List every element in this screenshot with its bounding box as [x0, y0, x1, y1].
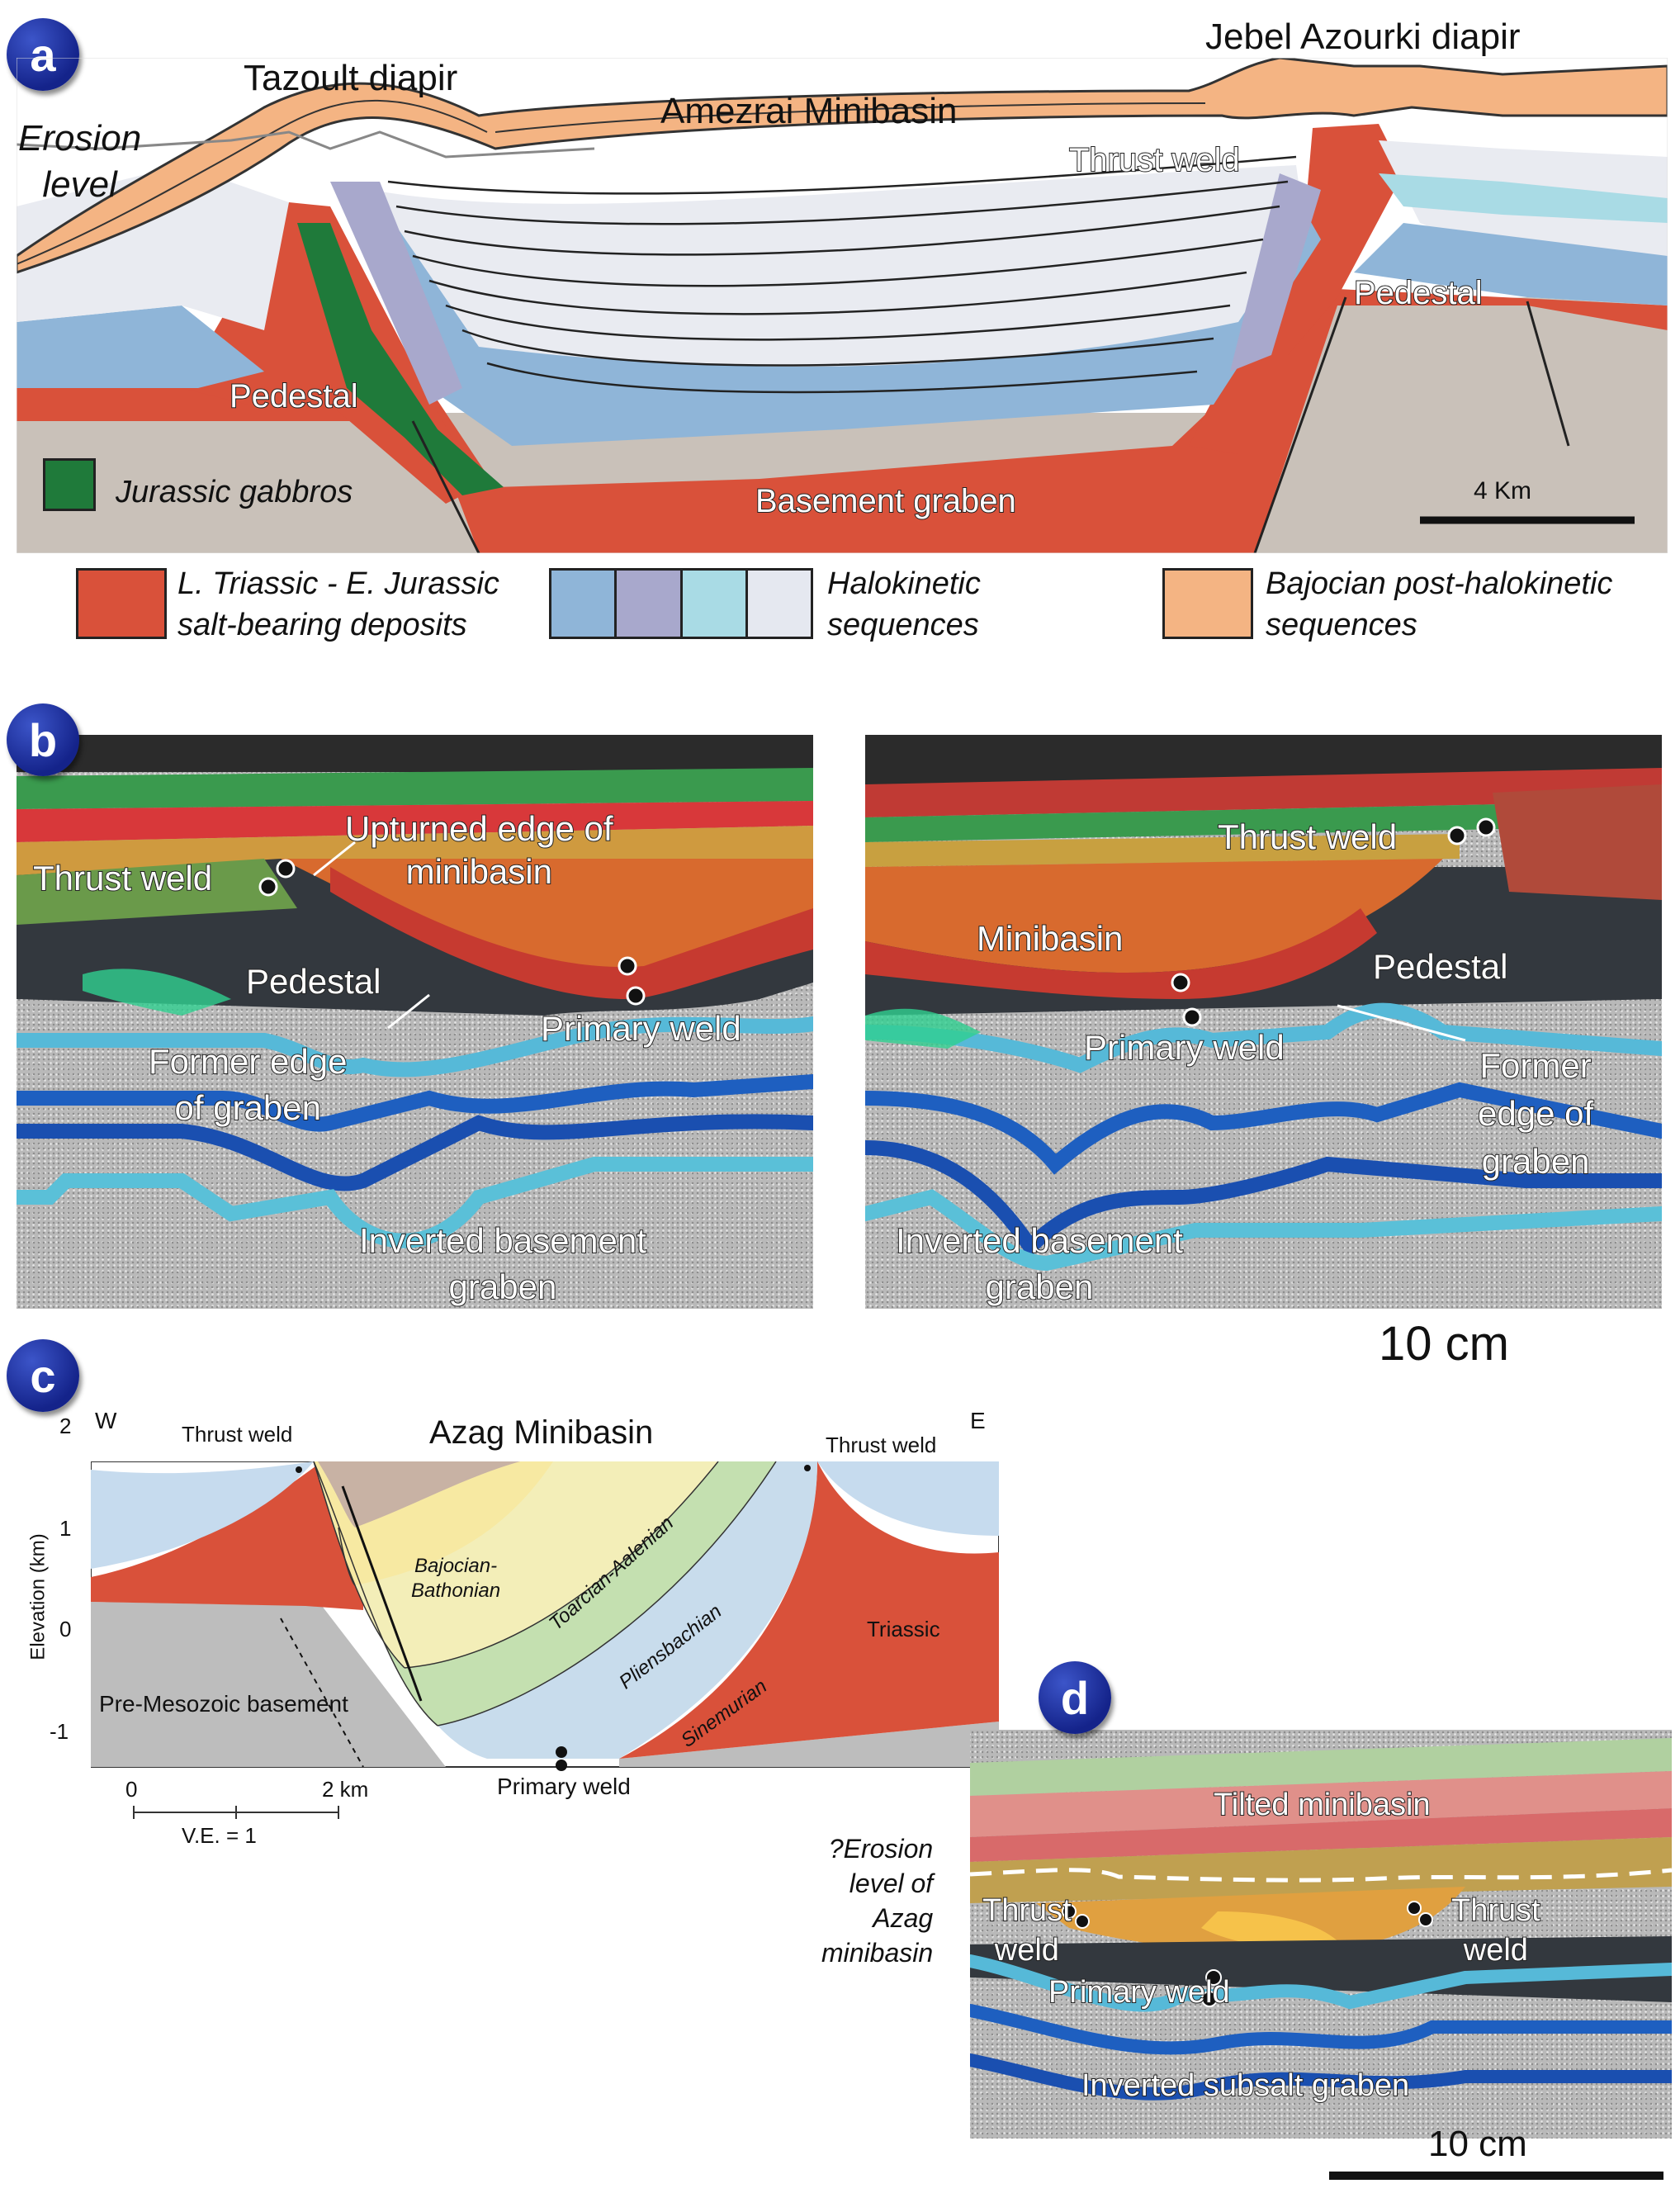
minibasin-strata — [387, 155, 1297, 394]
legend-halokinetic-swatches — [549, 568, 813, 639]
d-inverted-graben-label: Inverted subsalt graben — [1081, 2067, 1410, 2104]
panel-b-markers — [258, 817, 1496, 1042]
c-ytick-2: 2 — [59, 1414, 72, 1438]
right-flank-cyan — [1379, 173, 1668, 223]
c-double-arrow — [341, 1485, 423, 1702]
c-ytick-0: 0 — [59, 1617, 72, 1641]
c-xtick-0: 0 — [125, 1777, 138, 1802]
b-right-pedestal-label: Pedestal — [1372, 946, 1508, 987]
left-flank-blue — [17, 306, 264, 388]
c-east: E — [970, 1408, 986, 1433]
c-xtick-2km: 2 km — [322, 1777, 369, 1802]
gabbro-body — [297, 223, 504, 495]
faults — [411, 296, 1570, 553]
left-flank-pale — [17, 165, 289, 330]
purple-rim-left — [330, 182, 462, 405]
jurassic-gabbros-label: Jurassic gabbros — [116, 475, 353, 509]
panel-b-left-photo — [17, 735, 813, 1309]
c-bajocian-top — [318, 1461, 520, 1528]
salt-layer — [17, 289, 1668, 553]
azourki-salt-diapir — [1189, 124, 1403, 454]
amezrai-minibasin-label: Amezrai Minibasin — [660, 91, 958, 131]
b-left-thrust-weld-label: Thrust weld — [32, 858, 213, 898]
pedestal-left-label: Pedestal — [229, 377, 359, 415]
c-ve: V.E. = 1 — [182, 1823, 257, 1848]
panel-a-cross-section — [17, 58, 1668, 553]
legend-bajocian-swatch — [1162, 568, 1253, 639]
c-ytick-1: 1 — [59, 1516, 72, 1541]
c-right-limb-blue — [817, 1461, 999, 1536]
legend-salt-swatch — [76, 568, 167, 639]
post-halokinetic-bedding — [17, 99, 1206, 265]
panel-d-badge: d — [1039, 1661, 1111, 1734]
b-left-pedestal-label: Pedestal — [245, 961, 381, 1002]
panel-b-badge: b — [7, 703, 79, 776]
c-triassic-right — [619, 1461, 999, 1759]
thrust-weld-label-a: Thrust weld — [1068, 141, 1241, 179]
panel-d-photo — [970, 1730, 1672, 2139]
minibasin-pale — [371, 165, 1304, 367]
c-left-limb-blue — [91, 1461, 314, 1569]
c-title: Azag Minibasin — [429, 1414, 654, 1451]
b-right-primary-weld-label: Primary weld — [1083, 1027, 1285, 1068]
c-bajocian-label: Bajocian-Bathonian — [411, 1555, 501, 1602]
b-right-minibasin-label: Minibasin — [976, 918, 1124, 959]
c-primary-weld-label: Primary weld — [497, 1774, 631, 1799]
d-primary-weld-label: Primary weld — [1048, 1974, 1231, 2011]
b-right-thrust-weld-label: Thrust weld — [1217, 817, 1398, 857]
pedestal-right-label: Pedestal — [1353, 274, 1484, 312]
c-thrust-weld-left: Thrust weld — [182, 1422, 293, 1447]
d-scale-label: 10 cm — [1428, 2124, 1527, 2164]
gabbro-legend-swatch — [43, 458, 96, 511]
c-basement — [91, 1602, 446, 1767]
d-tilted-minibasin-label: Tilted minibasin — [1213, 1787, 1432, 1823]
c-basement-right — [619, 1722, 999, 1767]
panel-c-badge: c — [7, 1339, 79, 1412]
c-triassic-label: Triassic — [867, 1617, 940, 1641]
c-ylabel: Elevation (km) — [26, 1533, 50, 1660]
tazoult-diapir-label: Tazoult diapir — [244, 58, 458, 98]
c-triassic-left — [91, 1461, 363, 1610]
c-ytick-m1: -1 — [50, 1719, 69, 1744]
d-scale-bar — [1329, 2172, 1663, 2180]
panel-a-badge: a — [7, 18, 79, 91]
panel-b-right-photo — [865, 735, 1662, 1309]
right-flank-blue — [1354, 223, 1668, 306]
basement-graben-label: Basement graben — [755, 482, 1017, 520]
basement-horst-right — [1255, 297, 1668, 553]
jebel-azourki-diapir-label: Jebel Azourki diapir — [1205, 17, 1521, 57]
panel-c-cross-section — [91, 1461, 999, 1771]
post-halokinetic-layer — [17, 58, 1668, 274]
c-west: W — [95, 1408, 117, 1433]
c-basement-label: Pre-Mesozoic basement — [99, 1691, 348, 1717]
scale-label-a: 4 Km — [1474, 477, 1532, 504]
c-scale — [133, 1806, 339, 1819]
c-thrust-weld-right: Thrust weld — [826, 1433, 937, 1457]
erosion-line — [17, 130, 595, 159]
b-left-primary-weld-label: Primary weld — [540, 1008, 742, 1049]
purple-rim-right — [1230, 173, 1321, 372]
scale-label-b: 10 cm — [1379, 1317, 1509, 1371]
